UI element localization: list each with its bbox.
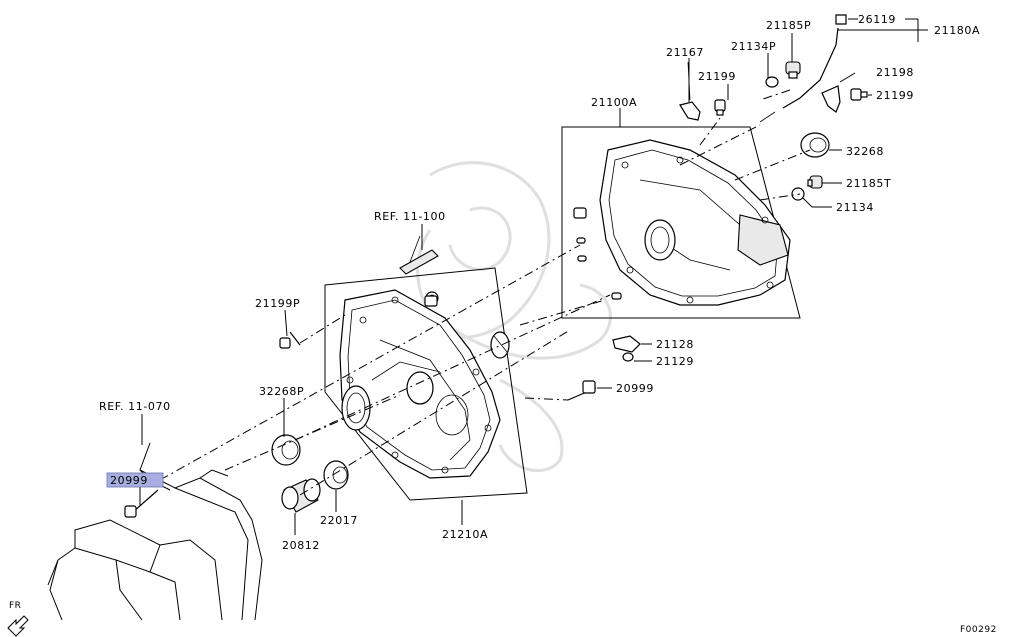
label-21134p[interactable]: 21134P xyxy=(731,40,776,53)
clip-21129[interactable] xyxy=(622,352,634,362)
ref-11-100-part xyxy=(399,235,439,275)
label-20999-left[interactable]: 20999 xyxy=(110,474,148,487)
bolt-20999-middle[interactable] xyxy=(567,380,597,401)
bracket-21167[interactable] xyxy=(679,61,701,121)
plug-21185p[interactable] xyxy=(785,61,801,79)
transfer-case-front[interactable] xyxy=(339,289,501,479)
label-20999-middle[interactable]: 20999 xyxy=(616,382,654,395)
plug-21185t[interactable] xyxy=(807,175,823,189)
bushing-20812[interactable] xyxy=(281,478,321,513)
label-21210a[interactable]: 21210A xyxy=(442,528,488,541)
label-21198[interactable]: 21198 xyxy=(876,66,914,79)
leader-lines xyxy=(139,18,928,535)
label-21134[interactable]: 21134 xyxy=(836,201,874,214)
oil-seal-22017[interactable] xyxy=(323,460,349,490)
label-22017[interactable]: 22017 xyxy=(320,514,358,527)
label-20812[interactable]: 20812 xyxy=(282,539,320,552)
transmission-housing-outline xyxy=(47,442,263,621)
rear-case-small-parts[interactable] xyxy=(424,207,622,307)
label-21180a[interactable]: 21180A xyxy=(934,24,980,37)
label-21199-right[interactable]: 21199 xyxy=(876,89,914,102)
label-21199p[interactable]: 21199P xyxy=(255,297,300,310)
label-32268p[interactable]: 32268P xyxy=(259,385,304,398)
label-21185p[interactable]: 21185P xyxy=(766,19,811,32)
bolt-21199p[interactable] xyxy=(279,331,301,349)
breather-tube-21180a[interactable] xyxy=(759,14,847,123)
label-21129[interactable]: 21129 xyxy=(656,355,694,368)
highlight-20999 xyxy=(106,472,164,488)
washer-21134p[interactable] xyxy=(765,76,779,88)
oil-seal-32268[interactable] xyxy=(800,132,830,158)
case-group-box xyxy=(324,267,528,501)
label-26119[interactable]: 26119 xyxy=(858,13,896,26)
transfer-case-rear[interactable] xyxy=(599,139,791,306)
bolt-21199-upper[interactable] xyxy=(714,99,726,116)
label-ref-11-100[interactable]: REF. 11-100 xyxy=(374,210,446,223)
sensor-cap-part[interactable] xyxy=(490,331,510,359)
label-ref-11-070[interactable]: REF. 11-070 xyxy=(99,400,171,413)
front-label: FR xyxy=(9,601,21,611)
bracket-21128[interactable] xyxy=(612,335,641,353)
rear-case-group-box xyxy=(561,126,801,319)
label-21100a[interactable]: 21100A xyxy=(591,96,637,109)
label-32268[interactable]: 32268 xyxy=(846,145,884,158)
bolt-20999-left[interactable] xyxy=(124,489,159,518)
front-arrow-icon xyxy=(7,615,29,637)
part-labels: 26119 21180A 21185P 21167 21134P 21199 2… xyxy=(99,13,997,635)
label-21199-upper[interactable]: 21199 xyxy=(698,70,736,83)
figure-code: F00292 xyxy=(960,625,997,635)
label-21185t[interactable]: 21185T xyxy=(846,177,891,190)
bracket-21198[interactable] xyxy=(821,85,841,113)
label-21167[interactable]: 21167 xyxy=(666,46,704,59)
bolt-21199-right[interactable] xyxy=(850,88,868,101)
front-orientation-indicator: FR xyxy=(7,601,29,637)
label-21128[interactable]: 21128 xyxy=(656,338,694,351)
assembly-axes xyxy=(159,89,811,496)
